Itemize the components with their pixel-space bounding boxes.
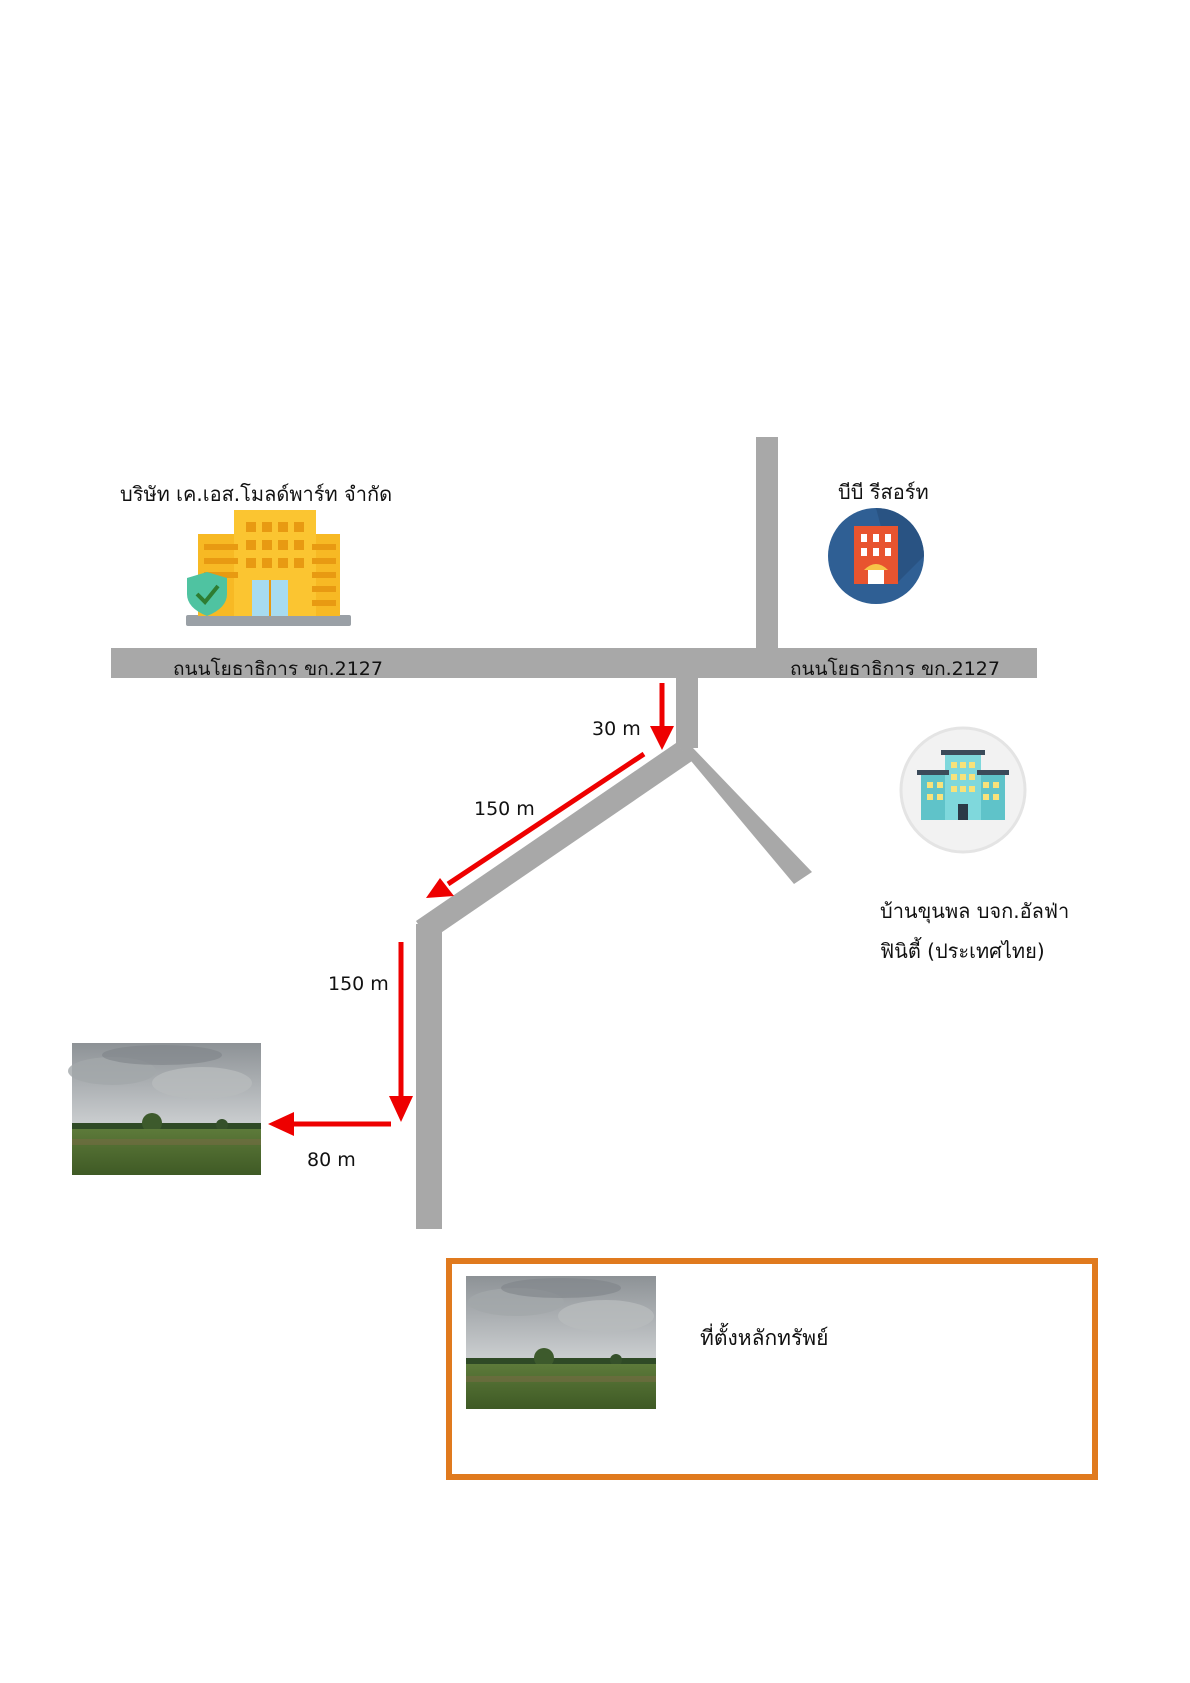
distance-label-3: 150 m [328, 973, 389, 995]
route-arrows [268, 683, 674, 1136]
distance-label-1: 30 m [592, 718, 641, 740]
resort-label: บีบี รีสอร์ท [838, 480, 929, 504]
village-label-line1: บ้านขุนพล บจก.อัลฟ่า [880, 899, 1070, 923]
village-label-line2: ฟินิตี้ (ประเทศไทย) [880, 939, 1045, 963]
roads [111, 437, 1037, 1229]
office-building-shield-icon [186, 510, 351, 626]
arrow-head-3 [389, 1096, 413, 1122]
field-photo-icon [68, 1043, 261, 1175]
road-main-horizontal [111, 648, 1037, 678]
road-diagonal-southwest [416, 743, 692, 941]
road-label-right: ถนนโยธาธิการ ขก.2127 [790, 658, 1000, 680]
road-diagonal-southeast [676, 743, 812, 884]
legend-label: ที่ตั้งหลักทรัพย์ [700, 1326, 829, 1350]
road-south-vertical [416, 924, 442, 1229]
arrow-head-1 [650, 726, 674, 750]
legend-box [446, 1258, 1098, 1480]
road-north-branch [756, 437, 778, 649]
hotel-building-icon [828, 508, 924, 604]
arrow-head-2 [426, 878, 454, 898]
arrow-head-4 [268, 1112, 294, 1136]
road-south-stub [676, 676, 698, 748]
field-photo-legend-icon [466, 1276, 656, 1409]
distance-label-2: 150 m [474, 798, 535, 820]
company-label: บริษัท เค.เอส.โมลด์พาร์ท จำกัด [120, 482, 393, 506]
distance-label-4: 80 m [307, 1149, 356, 1171]
arrow-segment-2 [446, 751, 646, 887]
apartment-building-icon [899, 726, 1027, 854]
road-label-left: ถนนโยธาธิการ ขก.2127 [173, 658, 383, 680]
